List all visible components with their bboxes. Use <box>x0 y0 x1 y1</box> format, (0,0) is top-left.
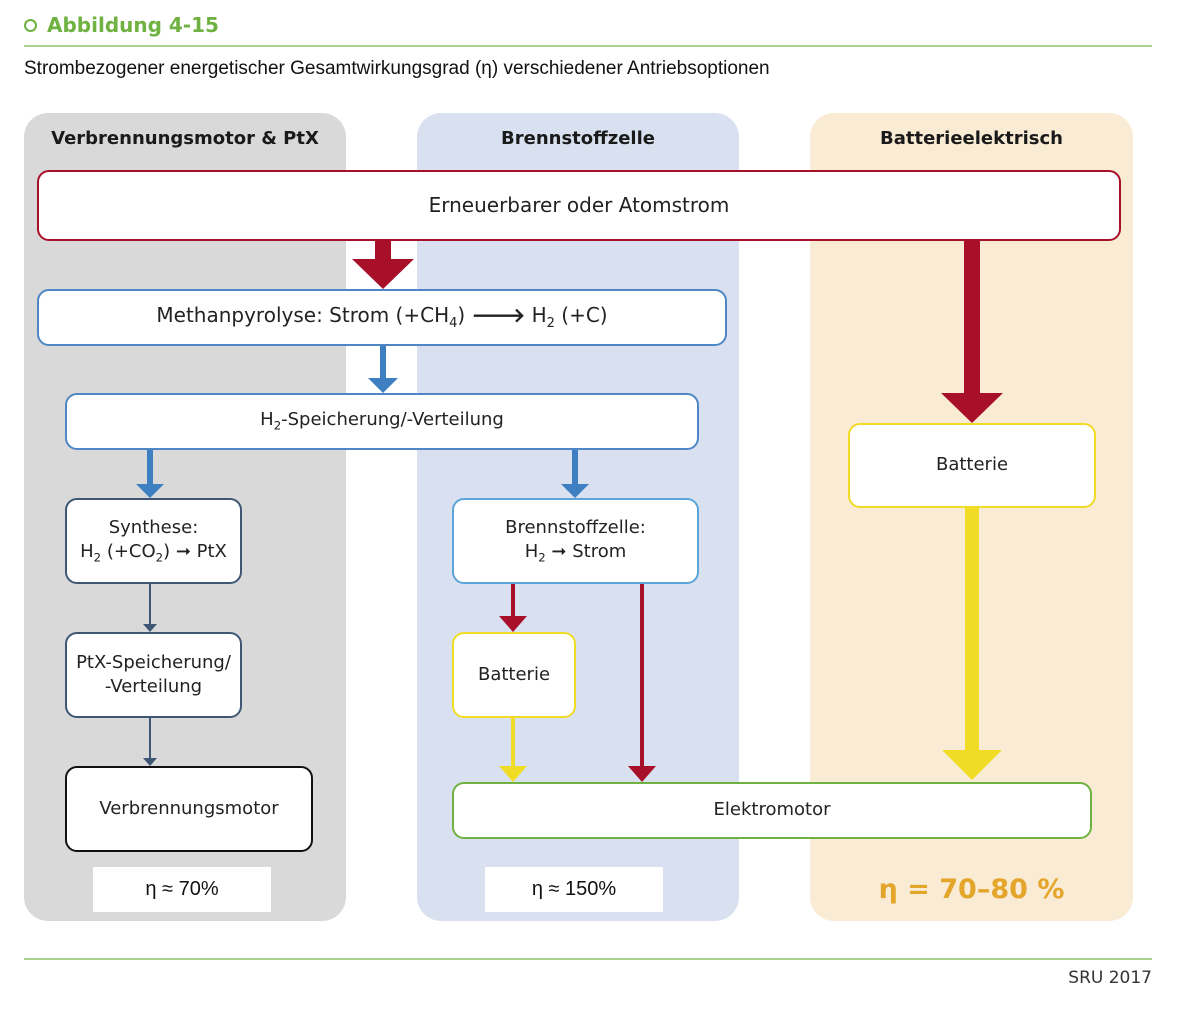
fc-battery-label: Batterie <box>477 663 551 685</box>
figure-label: Abbildung 4-15 <box>47 13 219 37</box>
column-title-battery-electric: Batterieelektrisch <box>880 128 1063 149</box>
arrow-fc-battery-to-motor <box>499 718 527 782</box>
arrow-h2-storage-to-fuel-cell <box>561 450 589 498</box>
header-divider <box>24 45 1152 47</box>
arrow-h2-storage-to-synthesis <box>136 450 164 498</box>
arrow-source-to-battery <box>941 241 1003 423</box>
figure-header: Abbildung 4-15 <box>24 10 219 40</box>
power-source-label: Erneuerbarer oder Atomstrom <box>428 193 730 217</box>
pyrolysis-label: Methanpyrolyse: Strom (+CH4) 🡒 H2 (+C) <box>156 303 608 332</box>
battery-box: Batterie <box>848 423 1096 508</box>
combustion-engine-box: Verbrennungsmotor <box>65 766 313 852</box>
arrow-battery-to-motor <box>942 508 1002 780</box>
synthesis-box: Synthese:H2 (+CO2) ➞ PtX <box>65 498 242 584</box>
ptx-storage-box: PtX-Speicherung/-Verteilung <box>65 632 242 718</box>
arrow-ptx-storage-to-engine <box>143 718 157 766</box>
h2-storage-box: H2-Speicherung/-Verteilung <box>65 393 699 450</box>
electric-motor-label: Elektromotor <box>713 799 831 821</box>
efficiency-battery-electric: η = 70–80 % <box>878 874 1065 905</box>
fuel-cell-box: Brennstoffzelle:H2 ➞ Strom <box>452 498 699 584</box>
footer-divider <box>24 958 1152 960</box>
h2-storage-label: H2-Speicherung/-Verteilung <box>260 409 504 433</box>
electric-motor-box: Elektromotor <box>452 782 1092 839</box>
arrow-fuel-cell-to-motor <box>628 584 656 782</box>
arrow-pyrolysis-to-h2-storage <box>368 346 398 393</box>
battery-label: Batterie <box>935 454 1009 476</box>
synthesis-label: Synthese:H2 (+CO2) ➞ PtX <box>80 516 227 565</box>
efficiency-fuel-cell: η ≈ 150% <box>485 867 663 912</box>
figure-subtitle: Strombezogener energetischer Gesamtwirku… <box>24 58 770 79</box>
arrow-fuel-cell-to-battery <box>499 584 527 632</box>
figure-source: SRU 2017 <box>1068 968 1152 988</box>
arrow-synthesis-to-ptx-storage <box>143 584 157 632</box>
ptx-storage-label: PtX-Speicherung/-Verteilung <box>76 651 231 697</box>
pyrolysis-box: Methanpyrolyse: Strom (+CH4) 🡒 H2 (+C) <box>37 289 727 346</box>
fuel-cell-label: Brennstoffzelle:H2 ➞ Strom <box>505 516 646 565</box>
right-arrow-icon: 🡒 <box>471 303 526 328</box>
circle-bullet-icon <box>24 18 37 32</box>
arrow-source-to-pyrolysis <box>352 241 414 289</box>
column-title-fuel-cell: Brennstoffzelle <box>501 128 655 149</box>
combustion-engine-label: Verbrennungsmotor <box>99 797 279 819</box>
power-source-box: Erneuerbarer oder Atomstrom <box>37 170 1121 241</box>
efficiency-combustion: η ≈ 70% <box>93 867 271 912</box>
column-title-combustion: Verbrennungsmotor & PtX <box>51 128 319 149</box>
fc-battery-box: Batterie <box>452 632 576 718</box>
